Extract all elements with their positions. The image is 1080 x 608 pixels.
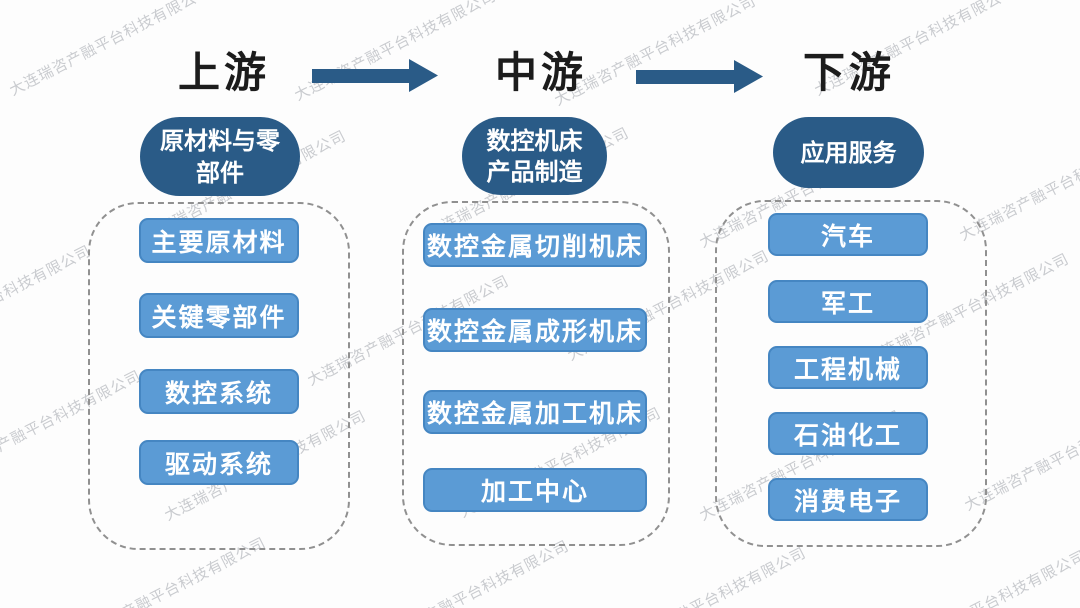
item-box-consumer-electronics: 消费电子 <box>768 478 928 521</box>
item-box-military: 军工 <box>768 280 928 323</box>
downstream-items-container <box>715 200 987 547</box>
item-box-engineering-machinery: 工程机械 <box>768 346 928 389</box>
item-box-automobile: 汽车 <box>768 213 928 256</box>
watermark-text: 大连瑞咨产融平台科技有限公司 <box>881 546 1080 608</box>
item-box-machining-center: 加工中心 <box>423 468 647 512</box>
upstream-items-container <box>88 202 350 550</box>
right-arrow-icon <box>636 60 763 93</box>
item-box-cnc-metal-processing: 数控金属加工机床 <box>423 390 647 434</box>
stage-label-midstream: 中游 <box>494 48 588 97</box>
watermark-text: 大连瑞咨产融平台科技有限公司 <box>601 543 810 608</box>
category-pill-downstream: 应用服务 <box>773 117 924 188</box>
item-box-key-components: 关键零部件 <box>139 293 299 338</box>
category-pill-line: 原材料与零 <box>160 126 280 156</box>
stage-label-downstream: 下游 <box>802 48 896 97</box>
item-box-cnc-system: 数控系统 <box>139 369 299 414</box>
category-pill-midstream: 数控机床 产品制造 <box>462 117 607 195</box>
item-box-cnc-metal-cutting: 数控金属切削机床 <box>423 223 647 267</box>
category-pill-line: 数控机床 <box>486 125 583 155</box>
stage-label-upstream: 上游 <box>177 48 271 97</box>
right-arrow-icon <box>312 59 438 92</box>
item-box-raw-materials: 主要原材料 <box>139 218 299 263</box>
category-pill-upstream: 原材料与零 部件 <box>140 117 300 196</box>
item-box-drive-system: 驱动系统 <box>139 440 299 485</box>
category-pill-line: 部件 <box>196 157 244 187</box>
item-box-petrochemical: 石油化工 <box>768 412 928 455</box>
item-box-cnc-metal-forming: 数控金属成形机床 <box>423 308 647 352</box>
midstream-items-container <box>402 201 670 546</box>
watermark-text: 大连瑞咨产融平台科技有限公司 <box>0 241 95 360</box>
category-pill-line: 产品制造 <box>486 157 583 186</box>
category-pill-line: 应用服务 <box>800 137 897 167</box>
